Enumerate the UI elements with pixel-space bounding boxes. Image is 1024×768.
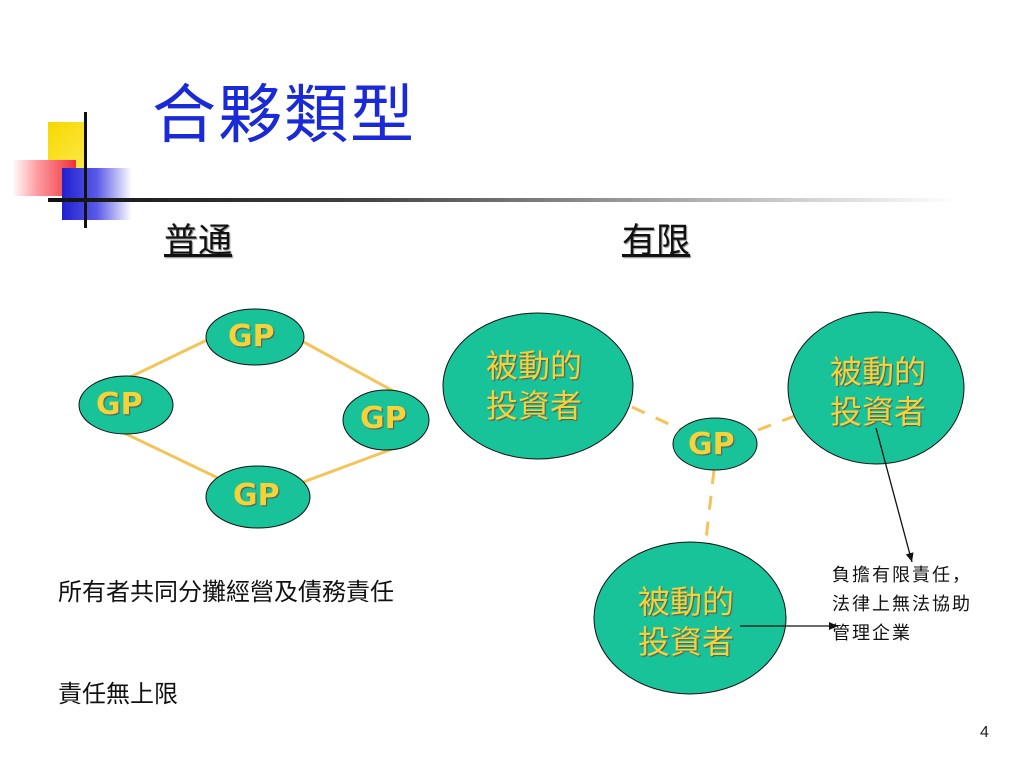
- investor-node-left: [442, 312, 634, 460]
- connector-gp-investor-left: [631, 405, 683, 432]
- connector-top-left: [119, 338, 208, 384]
- investor-label-bottom: 被動的 投資者: [638, 582, 734, 662]
- slide-title: 合夥類型: [152, 79, 416, 153]
- arrow-from-right-investor: [875, 427, 914, 563]
- investor-node-bottom: [593, 541, 787, 695]
- investor-label-left-line2: 投資者: [486, 387, 583, 425]
- gp-node-left: [78, 375, 174, 435]
- unlimited-liability-note: 責任無上限: [58, 680, 178, 708]
- gp-node-top: [205, 308, 305, 366]
- investor-label-right-line1: 被動的: [830, 353, 927, 391]
- connector-gp-investor-right: [757, 412, 801, 432]
- gp-label-bottom: GP: [233, 478, 280, 513]
- investor-label-bottom-line1: 被動的: [638, 583, 735, 621]
- page-number: 4: [980, 724, 989, 741]
- investor-label-right-line2: 投資者: [830, 393, 927, 431]
- gp-label-right: GP: [360, 401, 407, 436]
- gp-label-top: GP: [228, 319, 275, 354]
- general-partnership-heading: 普通: [164, 221, 232, 261]
- connector-left-bottom: [121, 430, 219, 480]
- deco-blue-square: [62, 168, 132, 220]
- investor-label-bottom-line2: 投資者: [638, 623, 735, 661]
- connector-right-bottom: [297, 446, 396, 486]
- gp-node-right: [342, 389, 430, 451]
- title-underline: [48, 198, 958, 202]
- deco-vertical-line: [84, 112, 87, 228]
- general-liability-note: 所有者共同分攤經營及債務責任: [58, 578, 394, 606]
- limited-partnership-heading: 有限: [622, 221, 690, 261]
- investor-label-left-line1: 被動的: [486, 347, 583, 385]
- gp-node-bottom: [205, 465, 311, 529]
- gp-label-center: GP: [688, 427, 735, 462]
- limited-liability-note: 負擔有限責任，法律上無法協助管理企業: [832, 565, 972, 644]
- connector-gp-investor-bottom: [703, 469, 716, 549]
- investor-label-right: 被動的 投資者: [830, 352, 926, 432]
- gp-label-left: GP: [96, 387, 143, 422]
- limited-connectors: [631, 405, 801, 549]
- general-connectors: [119, 338, 396, 486]
- investor-node-right: [787, 311, 965, 465]
- connector-top-right: [299, 338, 396, 394]
- gp-node-center: [672, 417, 758, 471]
- investor-label-left: 被動的 投資者: [486, 346, 582, 426]
